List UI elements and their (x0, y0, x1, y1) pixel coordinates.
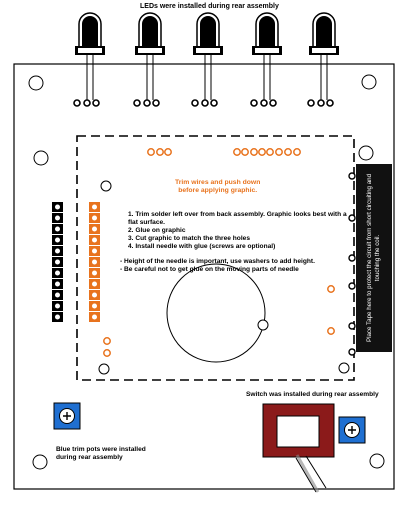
pad (348, 214, 356, 222)
orange-square-pads (89, 202, 100, 322)
orange-pad (293, 148, 301, 156)
mounting-holes (28, 74, 385, 470)
trim-wires-line2: before applying graphic. (178, 187, 258, 194)
orange-pad (284, 148, 292, 156)
orange-pad (164, 148, 172, 156)
trim-pots-line1: Blue trim pots were installed (56, 446, 146, 453)
tape-area: Place Tape here to protect the circuit f… (356, 164, 392, 352)
trim-wires-note: Trim wires and push down before applying… (175, 179, 260, 195)
orange-pad (103, 349, 111, 357)
trim-pots-note: Blue trim pots were installed during rea… (56, 446, 146, 462)
orange-pad (250, 148, 258, 156)
led-icon (191, 12, 223, 107)
assembly-steps: 1. Trim solder left over from back assem… (120, 211, 353, 251)
toggle-switch-icon (262, 403, 335, 493)
orange-pad (327, 285, 335, 293)
right-pads (348, 172, 356, 356)
trim-pots-line2: during rear assembly (56, 454, 123, 461)
orange-pad (103, 337, 111, 345)
pad (348, 254, 356, 262)
orange-pad (241, 148, 249, 156)
left-pin-header (52, 202, 63, 322)
orange-pad (147, 148, 155, 156)
step-item: 2. Glue on graphic (128, 227, 186, 234)
orange-pad (233, 148, 241, 156)
note-item: - Height of the needle is important, use… (120, 258, 315, 265)
led-icon (133, 12, 165, 107)
step-item: 1. Trim solder left over from back assem… (128, 211, 347, 226)
pad (348, 282, 356, 290)
orange-pad (258, 148, 266, 156)
orange-pad (275, 148, 283, 156)
orange-pads (103, 148, 335, 357)
tape-note: Place Tape here to protect the circuit f… (366, 173, 381, 343)
orange-pad (266, 148, 274, 156)
led-icon (307, 12, 339, 107)
graphic-holes (98, 180, 350, 375)
pad (348, 322, 356, 330)
switch-note: Switch was installed during rear assembl… (246, 391, 379, 398)
orange-pad (156, 148, 164, 156)
step-item: 3. Cut graphic to match the three holes (128, 235, 251, 242)
led-icon (73, 12, 105, 107)
note-item: - Be careful not to get glue on the movi… (120, 266, 299, 273)
trim-pot-icon (338, 416, 366, 444)
step-item: 4. Install needle with glue (screws are … (128, 243, 276, 250)
pad (348, 348, 356, 356)
trim-pot-icon (53, 402, 81, 430)
trim-wires-line1: Trim wires and push down (175, 179, 261, 186)
pad (348, 172, 356, 180)
led-row (73, 12, 339, 107)
leds-title: LEDs were installed during rear assembly (140, 3, 279, 10)
led-icon (250, 12, 282, 107)
assembly-notes: - Height of the needle is important, use… (120, 258, 350, 274)
orange-pad (327, 327, 335, 335)
needle-hole (166, 263, 266, 363)
